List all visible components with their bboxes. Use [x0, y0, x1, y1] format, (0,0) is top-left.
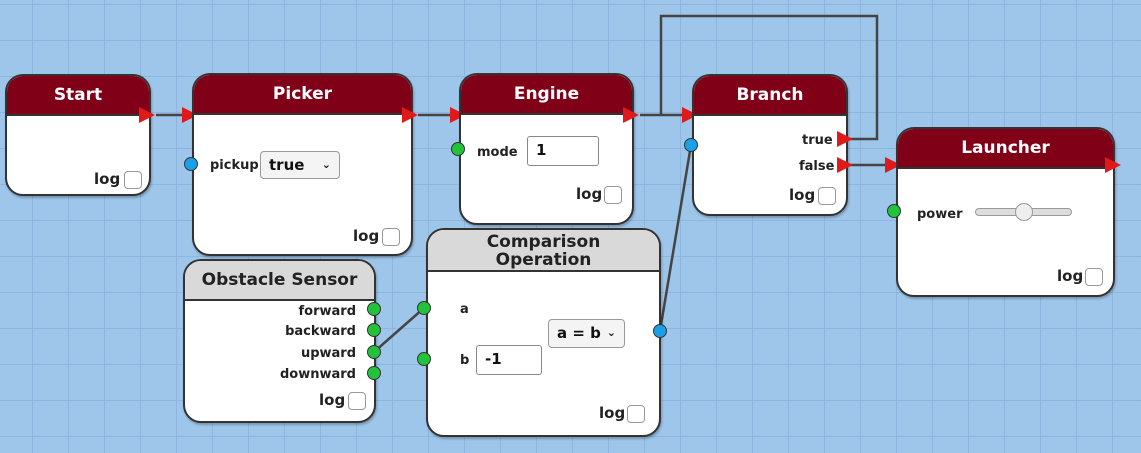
chevron-down-icon: ⌄	[321, 158, 331, 171]
branch-false-label: false	[799, 159, 835, 174]
b-label: b	[460, 353, 470, 368]
forward-output-port[interactable]	[367, 302, 381, 316]
picker-node-title: Picker	[194, 75, 411, 115]
obstacle-sensor-node[interactable]: Obstacle Sensor forward backward upward …	[183, 259, 376, 423]
downward-output-port[interactable]	[367, 366, 381, 380]
launcher-node-title: Launcher	[898, 129, 1113, 169]
output-upward-label: upward	[300, 346, 356, 361]
comparison-node[interactable]: Comparison Operation a b -1 a = b ⌄ log	[426, 228, 661, 437]
obstacle-sensor-title: Obstacle Sensor	[185, 261, 374, 301]
launcher-log-label: log	[1057, 267, 1084, 285]
comparison-log-label: log	[599, 404, 626, 422]
engine-mode-input-port[interactable]	[451, 142, 465, 156]
branch-condition-input-port[interactable]	[684, 138, 698, 152]
launcher-power-input-port[interactable]	[887, 204, 901, 218]
launcher-exec-out-arrow[interactable]	[1105, 157, 1121, 173]
output-downward-label: downward	[279, 367, 356, 382]
engine-node[interactable]: Engine mode 1 log	[459, 73, 634, 225]
engine-node-title: Engine	[461, 75, 632, 115]
branch-true-label: true	[802, 133, 833, 148]
chevron-down-icon: ⌄	[606, 326, 616, 339]
picker-log-label: log	[353, 227, 380, 245]
branch-log-label: log	[789, 186, 816, 204]
operator-select-value: a = b	[557, 324, 601, 342]
engine-log-checkbox[interactable]	[604, 186, 622, 204]
picker-exec-out-arrow[interactable]	[402, 107, 418, 123]
branch-true-out-arrow[interactable]	[837, 131, 853, 147]
b-input[interactable]: -1	[476, 345, 542, 375]
start-node[interactable]: Start log	[5, 74, 151, 196]
start-exec-out-arrow[interactable]	[139, 107, 155, 123]
upward-output-port[interactable]	[367, 345, 381, 359]
branch-false-out-arrow[interactable]	[837, 157, 853, 173]
operator-select[interactable]: a = b ⌄	[548, 319, 625, 348]
wire-upward-a	[373, 307, 425, 353]
picker-node[interactable]: Picker pickup true ⌄ log	[192, 73, 413, 256]
engine-log-label: log	[576, 185, 603, 203]
branch-node-title: Branch	[694, 76, 846, 116]
pickup-select-value: true	[269, 156, 305, 174]
picker-log-checkbox[interactable]	[382, 228, 400, 246]
branch-node[interactable]: Branch true false log	[692, 74, 848, 216]
launcher-log-checkbox[interactable]	[1085, 268, 1103, 286]
obstacle-log-label: log	[319, 391, 346, 409]
output-forward-label: forward	[298, 304, 357, 319]
engine-exec-out-arrow[interactable]	[623, 107, 639, 123]
comparison-log-checkbox[interactable]	[627, 405, 645, 423]
backward-output-port[interactable]	[367, 323, 381, 337]
branch-log-checkbox[interactable]	[818, 187, 836, 205]
wire-compare-branch	[658, 144, 693, 332]
start-log-checkbox[interactable]	[124, 171, 142, 189]
comparison-output-port[interactable]	[653, 324, 667, 338]
a-label: a	[460, 302, 469, 317]
pickup-select[interactable]: true ⌄	[260, 151, 340, 179]
obstacle-log-checkbox[interactable]	[348, 392, 366, 410]
start-node-title: Start	[7, 76, 149, 116]
start-log-label: log	[94, 170, 121, 188]
power-label: power	[917, 207, 963, 222]
launcher-node[interactable]: Launcher power log	[896, 127, 1115, 297]
mode-input[interactable]: 1	[527, 136, 599, 166]
mode-label: mode	[477, 145, 518, 160]
comparison-title-text: Comparison Operation	[486, 232, 601, 270]
comparison-title: Comparison Operation	[428, 230, 659, 272]
a-input-port[interactable]	[417, 301, 431, 315]
b-input-port[interactable]	[417, 352, 431, 366]
pickup-label: pickup	[210, 158, 259, 173]
power-slider-thumb[interactable]	[1014, 203, 1033, 221]
picker-pickup-input-port[interactable]	[184, 157, 198, 171]
output-backward-label: backward	[285, 324, 356, 339]
